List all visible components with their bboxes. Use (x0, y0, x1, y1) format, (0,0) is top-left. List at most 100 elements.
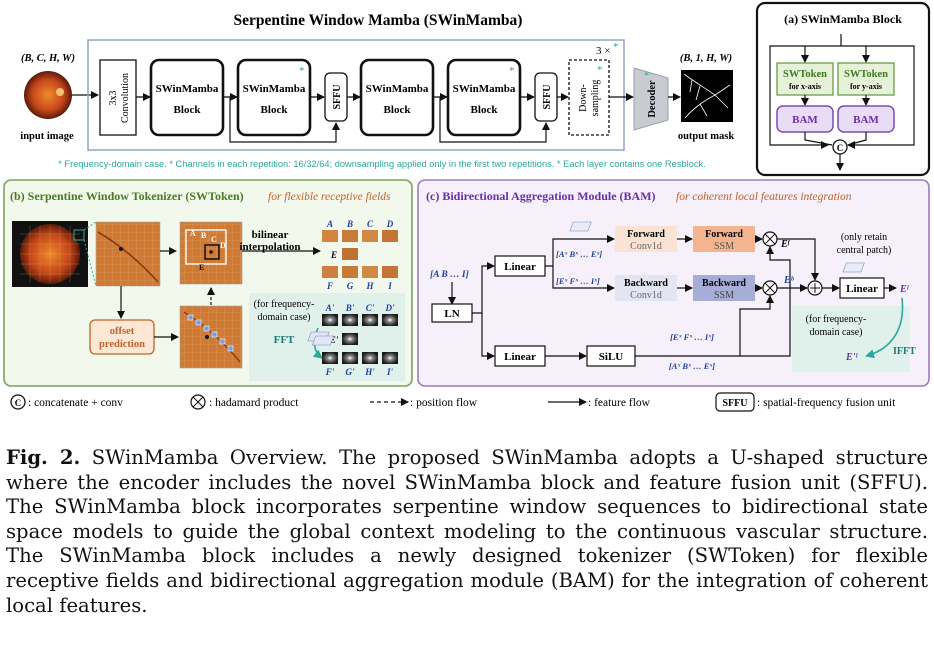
decoder-block (633, 67, 669, 131)
arrow-ln-linear2 (481, 313, 495, 360)
panel-c-subtitle: for coherent local features integration (676, 191, 852, 203)
down-star: * (597, 64, 603, 76)
hadamard-forward-x (764, 233, 776, 245)
seq-in: [A B … I] (430, 270, 469, 280)
swinmamba-block-1 (149, 58, 225, 137)
swtoken-x-label-1: SWToken (783, 69, 827, 80)
input-image (24, 71, 72, 119)
panel-b-freq-note-2: domain case) (257, 312, 310, 323)
block2-label-1: SWinMamba (243, 83, 306, 95)
arrow-ef-sum (777, 238, 819, 281)
fft-bot-i: I' (386, 367, 394, 377)
fft-arrow (312, 327, 323, 359)
panel-c-freq-note-2: domain case) (809, 327, 862, 338)
skip-arrow-2 (439, 97, 550, 143)
grid-top-c: C (367, 219, 374, 229)
token-stack-icon-2 (569, 221, 592, 232)
caption-text: SWinMamba Overview. The proposed SWinMam… (6, 446, 928, 617)
panel-b-title: (b) Serpentine Window Tokenizer (SWToken… (10, 189, 244, 203)
legend-hadamard: : hadamard product (209, 397, 299, 409)
linear-3-label: Linear (846, 283, 878, 295)
token-stack-icon-3 (842, 262, 865, 273)
skip-arrow-1 (229, 97, 340, 143)
fft-token-h (362, 352, 378, 364)
block3-label-1: SWinMamba (366, 83, 429, 95)
footnote: * Frequency-domain case. * Channels in e… (58, 159, 706, 169)
sffu1-label: SFFU (332, 85, 343, 110)
panel-a-title: (a) SWinMamba Block (784, 12, 902, 26)
grid-bot-h: H (365, 281, 374, 291)
backward-ssm-label-2: SSM (714, 290, 734, 301)
bilinear-label-1: bilinear (252, 229, 289, 241)
arrow-linear-forward (545, 235, 615, 267)
offset-label-2: prediction (99, 339, 145, 350)
panel-c-freq-note-1: (for frequency- (806, 314, 867, 325)
linear-2-label: Linear (504, 351, 536, 363)
fft-bot-f: F' (325, 367, 335, 377)
legend: C : concatenate + conv : hadamard produc… (10, 392, 896, 412)
token-g (342, 266, 358, 278)
sum-plus (810, 283, 820, 293)
forward-conv-label-2: Conv1d (630, 241, 662, 252)
panel-b-zoom-line-1 (83, 221, 97, 231)
legend-concat: : concatenate + conv (28, 397, 123, 409)
conv-label-2: Convolution (120, 73, 131, 123)
fft-label: FFT (274, 334, 295, 346)
grid-bot-i: I (387, 281, 392, 291)
backward-conv-box (615, 275, 677, 301)
token-c (362, 230, 378, 242)
legend-sffu-box-label: SFFU (723, 398, 748, 409)
backward-conv-label-1: Backward (624, 278, 668, 289)
panel-b-retina-grid (20, 226, 80, 282)
token-h (362, 266, 378, 278)
grid-top-d: D (386, 219, 394, 229)
sample-label-c: C (211, 235, 217, 244)
arrow-silu-mul-backward (635, 295, 774, 357)
legend-hadamard-x (192, 396, 204, 408)
token-stack-icon (307, 331, 335, 346)
panel-c-title: (c) Bidirectional Aggregation Module (BA… (426, 189, 656, 203)
output-label: output mask (678, 131, 734, 142)
panel-b-center (119, 247, 123, 251)
panel-b-offset-points (187, 314, 234, 352)
legend-sffu: : spatial-frequency fusion unit (757, 397, 896, 409)
swtoken-y-label-1: SWToken (844, 69, 888, 80)
repeat-label: 3 × (596, 45, 610, 57)
ln-label: LN (444, 308, 459, 320)
figure: Serpentine Window Mamba (SWinMamba) (B, … (3, 1, 931, 412)
block4-star: * (509, 65, 515, 77)
legend-concat-icon (10, 394, 26, 410)
token-i (382, 266, 398, 278)
sample-label-e: E (199, 263, 204, 272)
swtoken-x-label-2: for x-axis (789, 82, 821, 91)
seq-forward: [Aˣ Bˣ … Eˣ] (556, 249, 602, 259)
legend-sffu-box (715, 392, 755, 412)
grid-mid-e: E (330, 250, 337, 260)
panel-b-zoom-box (73, 229, 85, 241)
ef-label: Eᶠ (780, 239, 791, 250)
grid-bot-g: G (347, 281, 354, 291)
panel-b-offset-center (205, 335, 209, 339)
eir-label: E'ˡ (845, 352, 858, 363)
down-label-1: Down- (578, 84, 589, 112)
fft-mid-e: E' (329, 335, 339, 345)
sample-label-a: A (190, 229, 196, 238)
down-label-2: sampling (590, 80, 601, 117)
block2-star: * (299, 65, 305, 77)
legend-position: : position flow (410, 397, 478, 409)
downsampling-block (568, 59, 610, 136)
el-label: Eˡ (899, 284, 910, 295)
forward-conv-label-1: Forward (627, 229, 665, 240)
panel-b-window (185, 229, 227, 265)
panel-a-residual-right (847, 45, 915, 149)
eb-label: Eᵇ (783, 275, 795, 286)
token-a (322, 230, 338, 242)
seq-backward: [Eˣ Fˣ … Iˣ] (556, 276, 600, 286)
input-shape: (B, C, H, W) (21, 53, 75, 64)
ifft-label: IFFT (893, 346, 916, 357)
seq-silu-2: [Aˣ Bˣ … Eˣ] (669, 361, 715, 371)
main-title: Serpentine Window Mamba (SWinMamba) (234, 12, 523, 29)
silu-label: SiLU (599, 351, 624, 363)
backward-conv-label-2: Conv1d (630, 290, 662, 301)
token-f (322, 266, 338, 278)
